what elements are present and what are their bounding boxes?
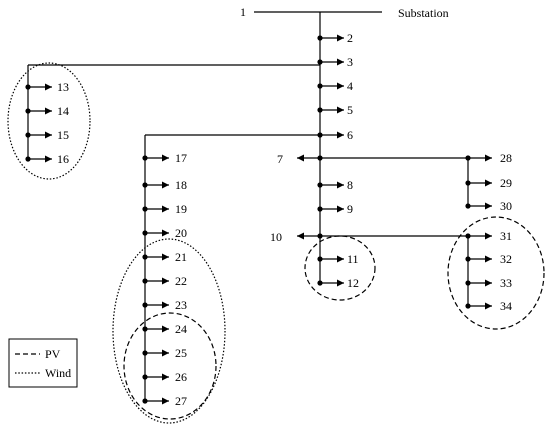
node-21: [142, 254, 148, 260]
node-17-label: 17: [175, 151, 187, 165]
legend: PV Wind: [8, 338, 78, 388]
node-6-label: 6: [347, 128, 353, 142]
legend-pv-label: PV: [45, 347, 61, 361]
node-32: [465, 256, 471, 262]
node-7-label: 7: [277, 152, 283, 166]
node-15-label: 15: [57, 128, 69, 142]
node-34-label: 34: [500, 299, 512, 313]
node-14: [25, 108, 31, 114]
branch-10-31: 10 11 12 31 32 33 34: [270, 229, 512, 313]
node-2-label: 2: [347, 31, 353, 45]
legend-box: [8, 338, 78, 388]
node-22-label: 22: [175, 274, 187, 288]
node-20: [142, 230, 148, 236]
wind-zone-21-27: [112, 238, 226, 424]
node-27: [142, 398, 148, 404]
pv-zone-24-27: [123, 312, 217, 420]
node-14-label: 14: [57, 104, 69, 118]
node-2: [317, 35, 323, 41]
node-4-label: 4: [347, 79, 353, 93]
main-feeder-nodes: 2 3 4 5 6: [317, 31, 353, 142]
node-24: [142, 326, 148, 332]
node-8: [317, 182, 323, 188]
node-19: [142, 206, 148, 212]
node-29-label: 29: [500, 176, 512, 190]
node-12: [317, 280, 323, 286]
node-3-label: 3: [347, 55, 353, 69]
node-5: [317, 107, 323, 113]
node-11: [317, 256, 323, 262]
pv-zone-11-12: [304, 235, 376, 301]
node-20-label: 20: [175, 226, 187, 240]
lateral-13-16: 13 14 15 16: [25, 64, 320, 166]
node-25: [142, 350, 148, 356]
node-16-label: 16: [57, 152, 69, 166]
node-9: [317, 206, 323, 212]
node-32-label: 32: [500, 252, 512, 266]
node-7: [317, 155, 323, 161]
node-29: [465, 180, 471, 186]
node-33: [465, 280, 471, 286]
legend-wind-label: Wind: [45, 366, 71, 380]
node-30: [465, 203, 471, 209]
node-4: [317, 83, 323, 89]
node-26: [142, 374, 148, 380]
node-30-label: 30: [500, 199, 512, 213]
node-18: [142, 182, 148, 188]
node-23: [142, 302, 148, 308]
node-12-label: 12: [347, 276, 359, 290]
pv-zone-31-34: [447, 216, 545, 330]
node-5-label: 5: [347, 103, 353, 117]
node-11-label: 11: [347, 252, 359, 266]
node-9-label: 9: [347, 202, 353, 216]
node-26-label: 26: [175, 370, 187, 384]
node-16: [25, 156, 31, 162]
node-23-label: 23: [175, 298, 187, 312]
main-feeder-lower-nodes: 8 9: [317, 178, 353, 216]
node-1-label: 1: [240, 5, 246, 19]
node-33-label: 33: [500, 276, 512, 290]
node-21-label: 21: [175, 250, 187, 264]
node-13: [25, 84, 31, 90]
node-31-label: 31: [500, 229, 512, 243]
node-8-label: 8: [347, 178, 353, 192]
node-10-label: 10: [270, 230, 282, 244]
node-19-label: 19: [175, 202, 187, 216]
node-15: [25, 132, 31, 138]
node-13-label: 13: [57, 80, 69, 94]
node-25-label: 25: [175, 346, 187, 360]
substation-label: Substation: [398, 6, 449, 20]
node-24-label: 24: [175, 322, 187, 336]
node-22: [142, 278, 148, 284]
node-27-label: 27: [175, 394, 187, 408]
node-18-label: 18: [175, 178, 187, 192]
node-28-label: 28: [500, 151, 512, 165]
node-34: [465, 303, 471, 309]
lateral-17-27: 17 18 19 20 21 22 23 24 25 26 27: [142, 134, 320, 408]
branch-7-28: 7 28 29 30: [277, 151, 512, 213]
node-17: [142, 155, 148, 161]
wind-zone-13-16: [7, 62, 91, 180]
node-3: [317, 59, 323, 65]
